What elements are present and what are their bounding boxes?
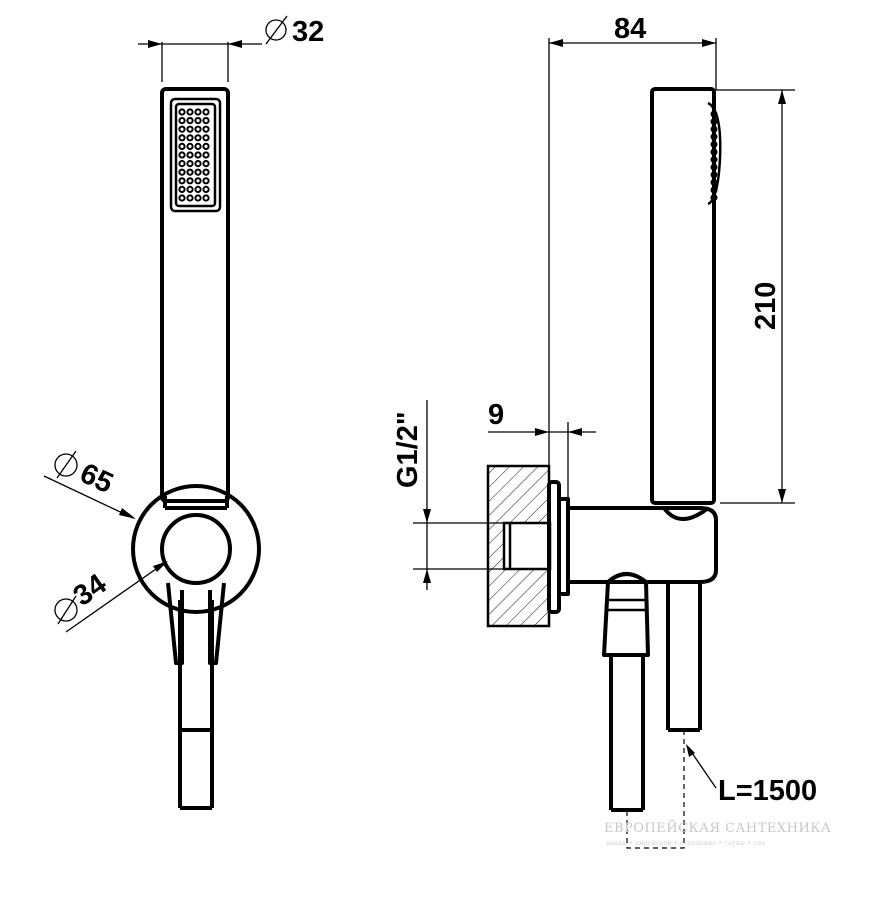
wall-section — [486, 464, 552, 628]
dim-flange-diameter: 65 — [43, 450, 136, 519]
inner-diameter-label: 34 — [68, 568, 113, 613]
nozzle-hole — [194, 185, 202, 193]
nozzle-hole — [178, 142, 186, 150]
hand-shower-front — [160, 87, 230, 503]
side-nozzle-ridge — [710, 178, 718, 186]
nozzle-hole — [202, 108, 210, 116]
side-nozzle-ridge — [710, 118, 718, 126]
nozzle-hole — [178, 177, 186, 185]
nozzle-hole — [202, 160, 210, 168]
nozzle-hole — [202, 125, 210, 133]
nozzle-hole — [178, 125, 186, 133]
shower-nozzles — [178, 108, 210, 202]
watermark: ЕВРОПЕЙСКАЯ САНТЕХНИКА ванны • смесители… — [604, 819, 831, 847]
nozzle-hole — [178, 168, 186, 176]
nozzle-hole — [202, 151, 210, 159]
nozzle-hole — [194, 142, 202, 150]
nozzle-hole — [194, 108, 202, 116]
nozzle-hole — [186, 168, 194, 176]
side-nozzle-ridge — [710, 171, 718, 179]
diameter-symbol-icon — [265, 15, 288, 45]
nozzle-hole — [202, 194, 210, 202]
nozzle-hole — [194, 160, 202, 168]
side-nozzle-ridge — [710, 148, 718, 156]
side-view: 84 210 — [392, 13, 817, 849]
hose-front — [178, 600, 214, 810]
side-nozzle-ridge — [710, 186, 718, 194]
nozzle-hole — [194, 194, 202, 202]
nozzle-hole — [178, 160, 186, 168]
dim-height: 210 — [712, 89, 795, 504]
nozzle-hole — [186, 125, 194, 133]
side-nozzle-ridges — [710, 110, 718, 202]
nozzle-hole — [186, 108, 194, 116]
nozzle-hole — [186, 185, 194, 193]
nozzle-hole — [202, 185, 210, 193]
nozzle-hole — [186, 151, 194, 159]
wall-connector-side — [547, 480, 718, 614]
nozzle-hole — [186, 194, 194, 202]
head-diameter-label: 32 — [292, 16, 324, 48]
side-nozzle-ridge — [710, 110, 718, 118]
nozzle-hole — [194, 117, 202, 125]
nozzle-hole — [178, 194, 186, 202]
thread-label: G1/2" — [392, 411, 424, 488]
nozzle-hole — [202, 177, 210, 185]
nozzle-hole — [194, 134, 202, 142]
hose-side — [602, 581, 702, 849]
nozzle-hole — [194, 151, 202, 159]
nozzle-hole — [194, 177, 202, 185]
wall-offset-label: 9 — [488, 399, 504, 431]
depth-label: 84 — [614, 13, 646, 45]
side-nozzle-ridge — [710, 156, 718, 164]
watermark-subtitle: ванны • смесители • отопление • сауны • … — [606, 840, 765, 847]
hand-shower-side — [650, 87, 722, 505]
side-nozzle-ridge — [710, 194, 718, 202]
nozzle-hole — [202, 134, 210, 142]
front-view: 32 — [43, 15, 324, 810]
nozzle-hole — [178, 108, 186, 116]
nozzle-hole — [202, 142, 210, 150]
dim-inner-diameter: 34 — [54, 561, 168, 633]
nozzle-hole — [194, 168, 202, 176]
side-nozzle-ridge — [710, 140, 718, 148]
wall-flange-front — [131, 484, 261, 665]
nozzle-hole — [178, 151, 186, 159]
nozzle-hole — [178, 117, 186, 125]
nozzle-hole — [186, 117, 194, 125]
nozzle-hole — [178, 185, 186, 193]
dim-hose-length: L=1500 — [686, 744, 817, 807]
nozzle-hole — [202, 117, 210, 125]
dim-head-diameter: 32 — [138, 15, 324, 82]
nozzle-hole — [186, 134, 194, 142]
nozzle-hole — [186, 142, 194, 150]
nozzle-hole — [186, 160, 194, 168]
side-nozzle-ridge — [710, 163, 718, 171]
dim-wall-offset: 9 — [488, 399, 596, 505]
dim-thread: G1/2" — [392, 400, 504, 590]
watermark-title: ЕВРОПЕЙСКАЯ САНТЕХНИКА — [604, 819, 831, 836]
nozzle-hole — [202, 168, 210, 176]
side-nozzle-ridge — [710, 125, 718, 133]
side-nozzle-ridge — [710, 133, 718, 141]
height-label: 210 — [750, 282, 782, 330]
nozzle-hole — [178, 134, 186, 142]
nozzle-hole — [186, 177, 194, 185]
diameter-symbol-icon — [54, 450, 78, 479]
nozzle-hole — [194, 125, 202, 133]
diameter-symbol-icon — [54, 595, 78, 625]
dim-depth: 84 — [548, 13, 717, 520]
hose-length-label: L=1500 — [718, 775, 817, 807]
